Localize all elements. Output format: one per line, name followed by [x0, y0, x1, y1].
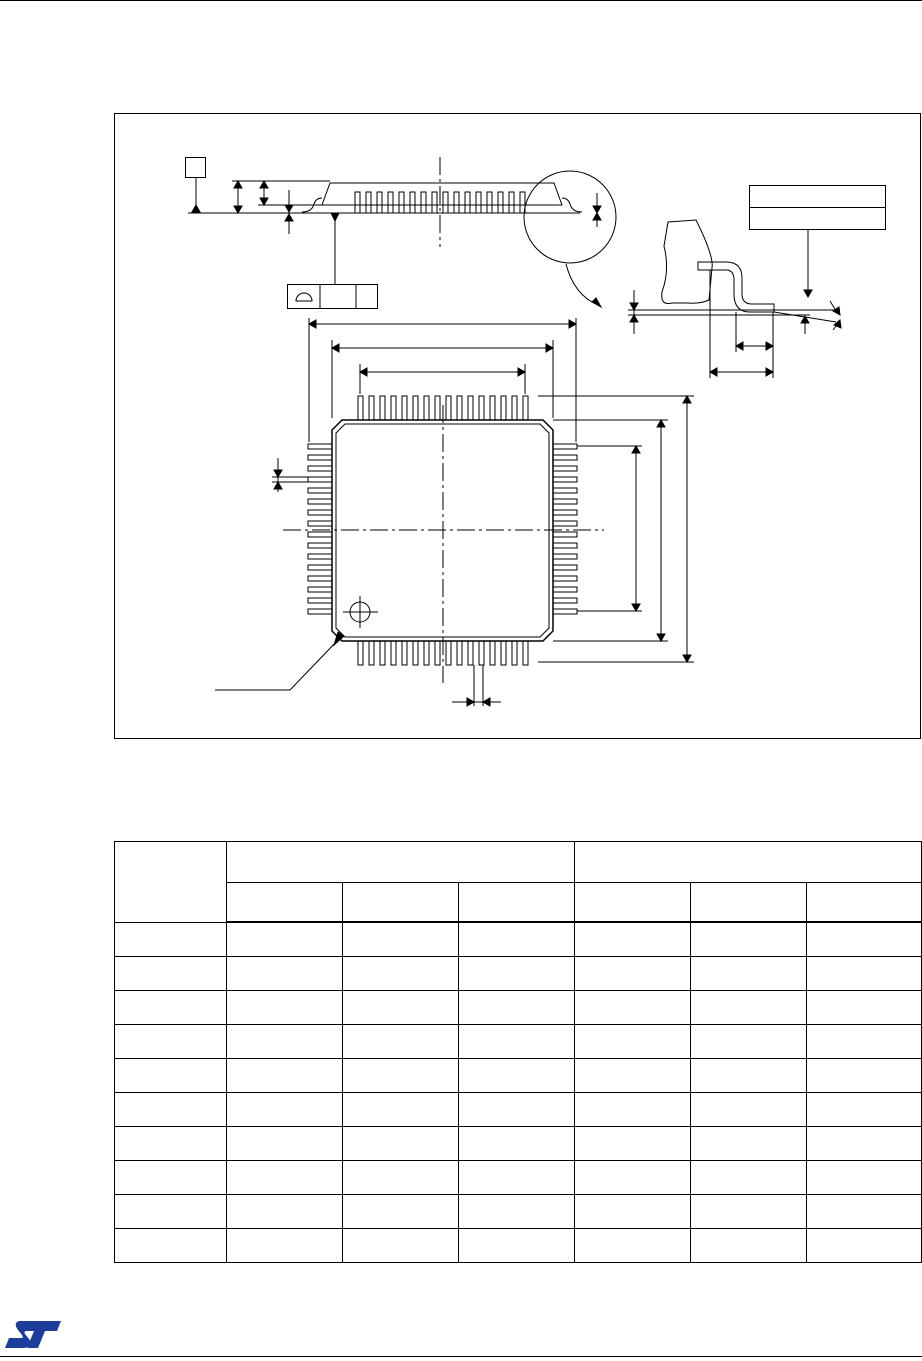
header-cell-group-2	[574, 841, 922, 883]
table-row	[114, 1092, 922, 1127]
subheader-cell	[574, 882, 691, 923]
lead-detail	[628, 185, 886, 378]
header-cell-symbol	[114, 841, 227, 923]
body-profile	[321, 182, 563, 206]
table-row	[114, 1126, 922, 1161]
bottom-rule	[0, 1356, 922, 1357]
subheader-cell	[806, 882, 922, 923]
table-row	[114, 1024, 922, 1059]
subheader-cell	[226, 882, 343, 923]
table-row	[114, 921, 922, 957]
table-row	[114, 990, 922, 1025]
package-outline-figure	[114, 113, 921, 739]
outline-drawing	[114, 113, 921, 739]
subheader-cell	[458, 882, 575, 923]
header-cell-group-1	[226, 841, 575, 883]
datum-triangle	[191, 203, 201, 213]
top-rule	[0, 0, 922, 1]
st-logo-icon	[5, 1318, 63, 1355]
side-view	[185, 157, 617, 309]
table-row	[114, 956, 922, 991]
table-row	[114, 1058, 922, 1093]
table-row	[114, 1160, 922, 1195]
left-leads	[307, 443, 333, 615]
table-row	[114, 1194, 922, 1229]
subheader-cell	[690, 882, 807, 923]
table-header-row	[114, 841, 922, 923]
figure-frame	[114, 113, 921, 739]
dimensions-table	[114, 841, 922, 1263]
top-leads	[357, 395, 529, 421]
right-leads	[552, 443, 578, 615]
table-subheader-row	[115, 882, 922, 923]
table-row	[114, 1228, 922, 1263]
bottom-leads	[357, 640, 529, 666]
subheader-cell	[342, 882, 459, 923]
side-leads	[354, 191, 526, 214]
datum-box	[185, 157, 206, 178]
top-view	[215, 318, 694, 707]
